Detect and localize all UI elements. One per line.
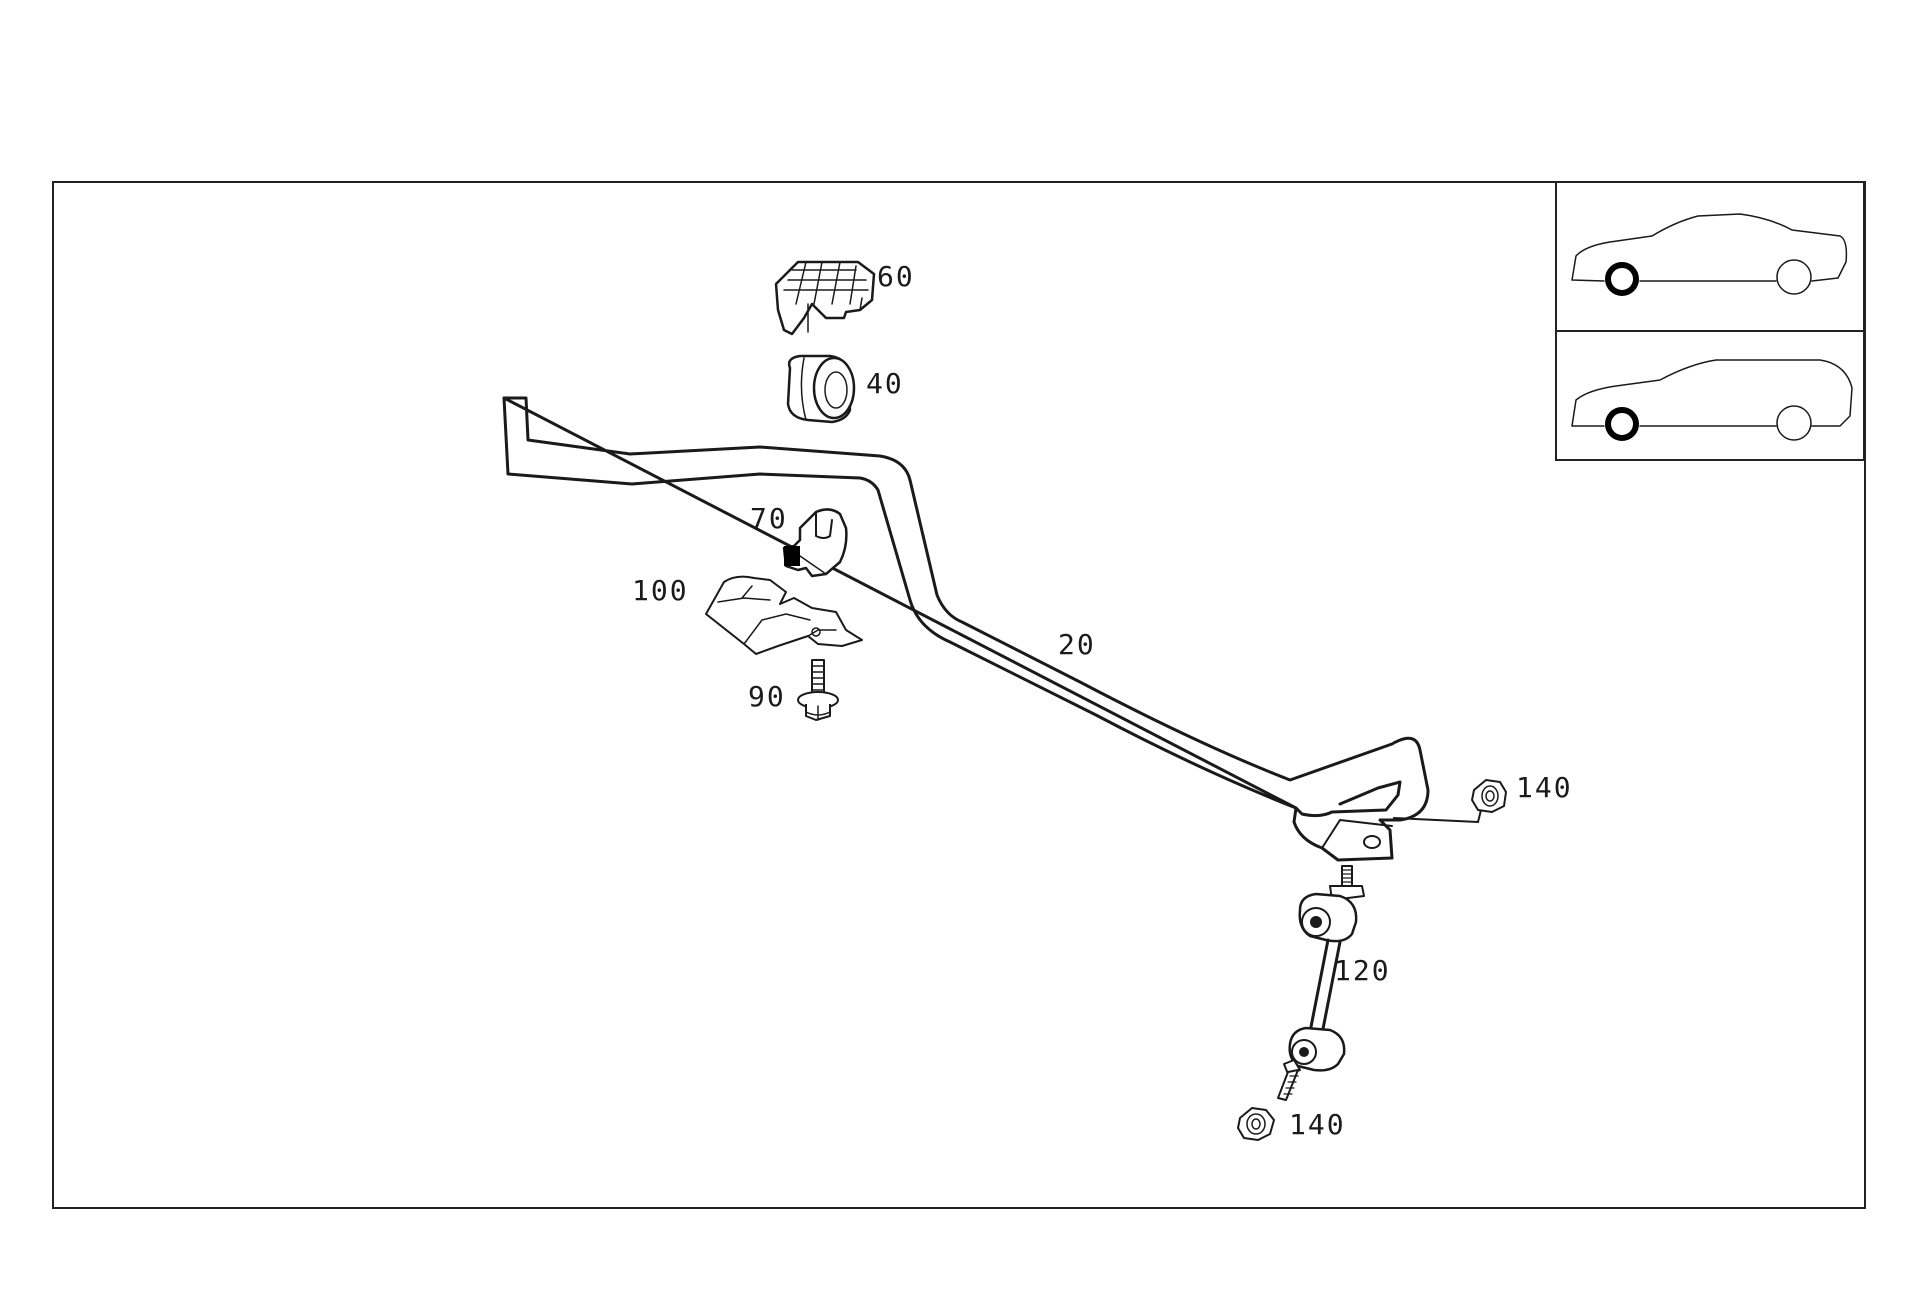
part-label-140-upper: 140: [1516, 771, 1573, 804]
stabilizer-link-illustration[interactable]: [1277, 865, 1365, 1101]
vehicle-variant-panel: [1555, 181, 1865, 461]
part-label-100: 100: [632, 574, 689, 607]
front-wheel-highlight-icon: [1605, 262, 1639, 296]
part-label-120: 120: [1334, 954, 1391, 987]
part-label-90: 90: [748, 680, 786, 713]
nut-lower-illustration[interactable]: [1237, 1107, 1275, 1141]
estate-variant-thumbnail[interactable]: [1571, 359, 1853, 441]
bushing-illustration[interactable]: [786, 354, 856, 424]
sedan-variant-thumbnail[interactable]: [1571, 213, 1848, 296]
shield-plate-illustration[interactable]: [705, 575, 863, 655]
clamp-illustration[interactable]: [782, 508, 848, 578]
part-label-40: 40: [866, 367, 904, 400]
part-label-20: 20: [1058, 628, 1096, 661]
bushing-bracket-illustration[interactable]: [774, 260, 876, 336]
part-label-140-lower: 140: [1289, 1108, 1346, 1141]
nut-upper-illustration[interactable]: [1471, 779, 1507, 813]
front-wheel-highlight-icon: [1605, 407, 1639, 441]
part-label-60: 60: [877, 260, 915, 293]
part-label-70: 70: [750, 502, 788, 535]
bolt-illustration[interactable]: [797, 659, 839, 721]
stabilizer-bar-illustration[interactable]: [502, 396, 1483, 862]
